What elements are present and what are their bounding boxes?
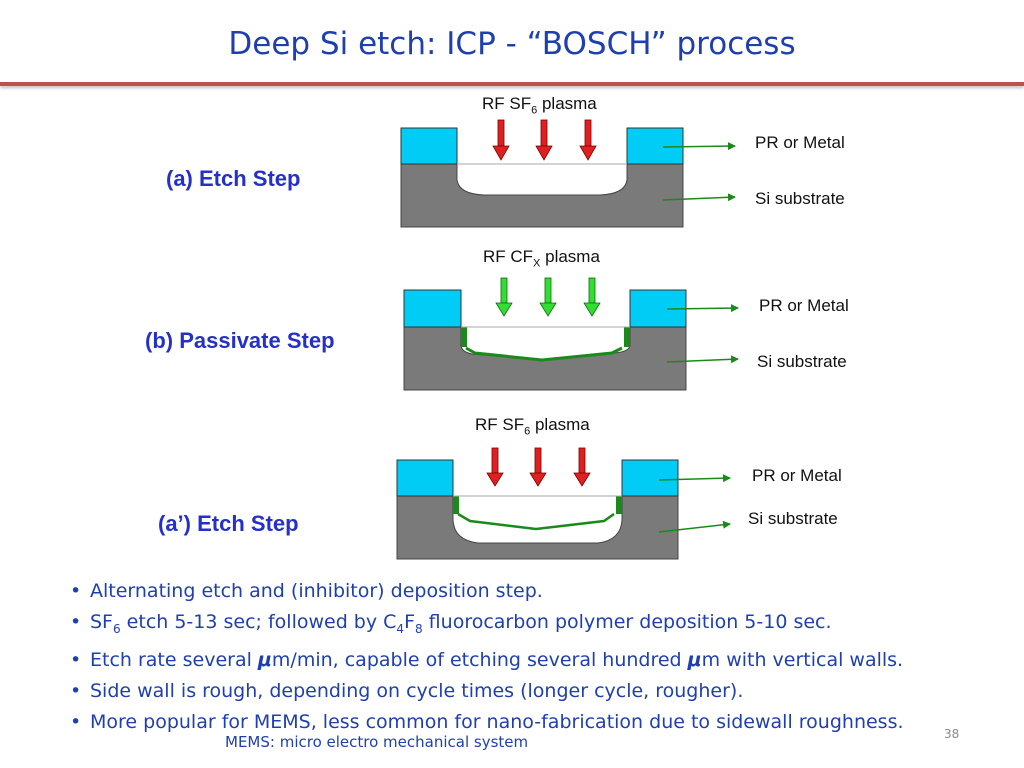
red-arrow-icon — [573, 447, 591, 487]
title-divider — [0, 82, 1024, 86]
plasma-arrows-a-prime — [486, 447, 591, 487]
mask-left-a — [400, 127, 458, 165]
mask-right-a-prime — [621, 459, 679, 497]
passivation-wall-right-b — [624, 327, 630, 347]
passivation-layer-a-prime — [457, 512, 615, 531]
passivation-wall-left-b — [461, 327, 467, 347]
plasma-label-b: RF CFX plasma — [483, 247, 600, 270]
step-label-b: (b) Passivate Step — [145, 328, 335, 353]
pointer-arrow-icon — [658, 474, 731, 483]
red-arrow-icon — [579, 119, 597, 161]
mask-left-a-prime — [396, 459, 454, 497]
mask-right-a — [626, 127, 684, 165]
footnote: MEMS: micro electro mechanical system — [225, 733, 529, 751]
substrate-label-a-prime: Si substrate — [748, 509, 838, 528]
slide-title: Deep Si etch: ICP - “BOSCH” process — [228, 26, 796, 62]
plasma-label-a: RF SF6 plasma — [482, 94, 597, 117]
etch-cavity-a — [456, 163, 628, 196]
green-arrow-icon — [583, 277, 601, 317]
pointer-arrow-icon — [658, 520, 731, 533]
mask-left-b — [403, 289, 462, 328]
bullet-list: Alternating etch and (inhibitor) deposit… — [70, 576, 904, 738]
green-arrow-icon — [495, 277, 513, 317]
plasma-arrows-b — [495, 277, 601, 317]
cross-section-a — [400, 127, 684, 228]
bullet-item: Etch rate several μm/min, capable of etc… — [70, 645, 904, 676]
passivation-wall-right-a-prime — [616, 496, 622, 514]
mask-label-a: PR or Metal — [755, 133, 845, 152]
page-number: 38 — [944, 727, 960, 741]
plasma-arrows-a — [492, 119, 597, 161]
red-arrow-icon — [492, 119, 510, 161]
green-arrow-icon — [539, 277, 557, 317]
substrate-label-a: Si substrate — [755, 189, 845, 208]
bullet-item: Alternating etch and (inhibitor) deposit… — [70, 576, 904, 607]
bullet-item: Side wall is rough, depending on cycle t… — [70, 676, 904, 707]
etch-cavity-a-prime — [452, 495, 623, 544]
substrate-label-b: Si substrate — [757, 352, 847, 371]
cross-section-a-prime — [396, 459, 679, 560]
pointer-arrow-icon — [666, 304, 739, 313]
passivation-layer-b — [465, 346, 623, 362]
red-arrow-icon — [529, 447, 547, 487]
cross-section-b — [403, 289, 687, 391]
pointer-arrow-icon — [662, 142, 736, 151]
red-arrow-icon — [486, 447, 504, 487]
red-arrow-icon — [535, 119, 553, 161]
mask-label-b: PR or Metal — [759, 296, 849, 315]
step-label-a-prime: (a’) Etch Step — [158, 511, 299, 536]
step-label-a: (a) Etch Step — [166, 166, 301, 191]
mask-label-a-prime: PR or Metal — [752, 466, 842, 485]
bullet-item: More popular for MEMS, less common for n… — [70, 707, 904, 738]
passivation-wall-left-a-prime — [453, 496, 459, 514]
pointer-arrow-icon — [662, 193, 736, 202]
plasma-label-a-prime: RF SF6 plasma — [475, 415, 590, 438]
pointer-arrow-icon — [666, 355, 739, 364]
bullet-item: SF6 etch 5-13 sec; followed by C4F8 fluo… — [70, 607, 904, 645]
